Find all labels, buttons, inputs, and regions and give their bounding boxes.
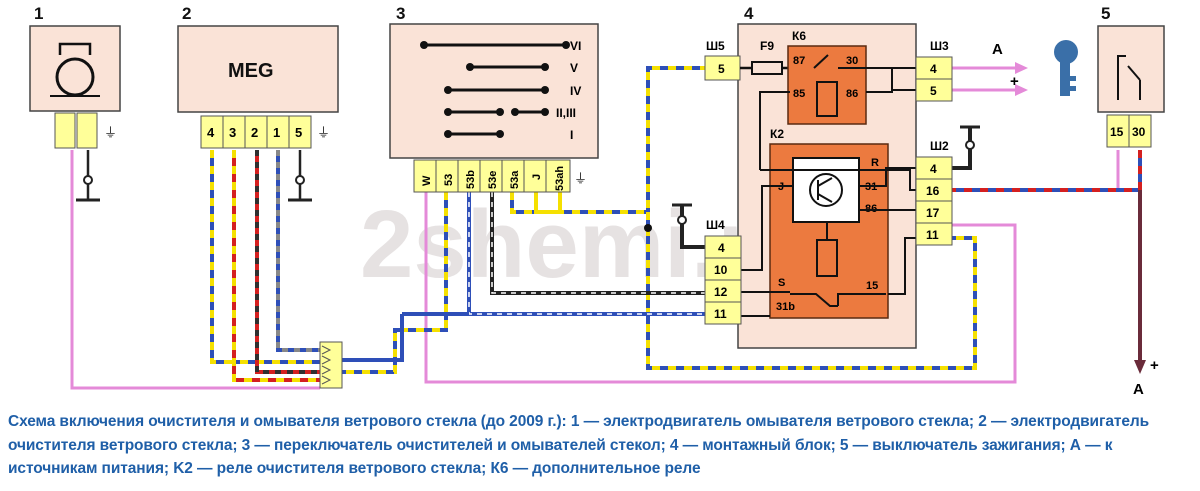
caption-item-n: K2 bbox=[173, 460, 193, 477]
connector-sh2: Ш2 bbox=[930, 139, 949, 153]
caption-item-t: — реле очистителя ветрового стекла; bbox=[197, 460, 487, 477]
k6-pin: 85 bbox=[793, 88, 805, 100]
caption-item-t: — электродвигатель очистителя ветрового … bbox=[8, 413, 1150, 454]
switch-position: VI bbox=[570, 39, 581, 53]
sh4-pin: 4 bbox=[718, 241, 725, 255]
sh2-pin: 16 bbox=[926, 184, 940, 198]
sh5-pin: 5 bbox=[718, 62, 725, 76]
wiring-diagram: 1 ⏚ 2 MEG 4 3 2 1 5 ⏚ 3 bbox=[29, 4, 1165, 398]
ignition-pin: 30 bbox=[1132, 125, 1146, 139]
switch-pin-label: 53e bbox=[487, 171, 499, 189]
switch-pin-label: 53a bbox=[509, 170, 521, 189]
switch-pin-label: J bbox=[531, 174, 543, 180]
wire-rb-meg2 bbox=[255, 150, 320, 374]
caption-item-n: А bbox=[1069, 436, 1081, 454]
sh3-pin: 5 bbox=[930, 84, 937, 98]
sh2-pin: 17 bbox=[926, 206, 940, 220]
meg-pin-label: 5 bbox=[295, 125, 302, 140]
motor1-terminal-a bbox=[54, 112, 76, 149]
k6-pin: 30 bbox=[846, 55, 858, 67]
sh2-pin: 4 bbox=[930, 162, 937, 176]
sh3-pin: 4 bbox=[930, 62, 937, 76]
caption-item-t: — дополнительное реле bbox=[512, 460, 701, 477]
switch-pin-label: W bbox=[421, 175, 433, 186]
label-plus-top: + bbox=[1010, 73, 1019, 90]
caption-item-t: — монтажный блок; bbox=[682, 436, 836, 454]
switch-position: I bbox=[570, 128, 573, 142]
wire-pink-1 bbox=[70, 150, 320, 390]
caption-title: Схема включения очистителя и омывателя в… bbox=[8, 413, 567, 430]
switch-position: II,III bbox=[556, 106, 576, 120]
unit-1-number: 1 bbox=[34, 4, 43, 23]
label-plus-bottom: + bbox=[1150, 357, 1159, 374]
ground-symbol: ⏚ bbox=[104, 125, 117, 140]
relay-k2-name: К2 bbox=[770, 127, 784, 141]
switch-pins: W 53 53b 53e 53a J 53ah bbox=[413, 159, 571, 193]
unit-2-wiper-motor: 2 MEG 4 3 2 1 5 ⏚ bbox=[177, 4, 339, 202]
ground-symbol: ⏚ bbox=[574, 171, 587, 186]
meg-pins: 4 3 2 1 5 bbox=[200, 115, 312, 149]
wires bbox=[70, 66, 1142, 390]
unit-5-ignition-switch: 5 15 30 + А bbox=[1054, 4, 1165, 398]
unit-5-number: 5 bbox=[1101, 4, 1110, 23]
switch-pin-label: 53 bbox=[443, 174, 455, 186]
sh4-pin: 12 bbox=[714, 285, 728, 299]
wire-by-53 bbox=[340, 192, 448, 374]
switch-position: V bbox=[570, 61, 578, 75]
motor1-terminal-b bbox=[76, 112, 98, 149]
caption-item-n: 2 bbox=[978, 413, 987, 430]
k2-pin: 15 bbox=[866, 280, 878, 292]
key-icon bbox=[1054, 40, 1078, 96]
caption-item-n: К6 bbox=[490, 460, 509, 477]
switch-pin-label: 53ah bbox=[554, 166, 566, 191]
wire-red-blue-16 bbox=[948, 150, 1142, 192]
connector-sh4: Ш4 bbox=[706, 218, 725, 232]
k6-pin: 86 bbox=[846, 88, 858, 100]
unit-3-number: 3 bbox=[396, 4, 405, 23]
connector-sh5: Ш5 bbox=[706, 39, 725, 53]
label-a-top: А bbox=[992, 41, 1003, 58]
caption-item-t: — электродвигатель омывателя ветрового с… bbox=[583, 413, 975, 430]
unit-3-switch: 3 VI V IV II,III I bbox=[389, 4, 599, 193]
meg-pin-label: 1 bbox=[273, 125, 280, 140]
caption-item-t: — к источникам питания; bbox=[8, 436, 1113, 478]
transistor-icon bbox=[809, 173, 843, 207]
wire-bw-53e bbox=[490, 192, 705, 295]
meg-pin-label: 3 bbox=[229, 125, 236, 140]
relay-k6 bbox=[787, 45, 867, 125]
unit-2-name: MEG bbox=[228, 60, 274, 82]
sh4-pin: 11 bbox=[714, 307, 727, 321]
k2-pin: S bbox=[778, 277, 785, 289]
caption-item-n: 4 bbox=[669, 436, 679, 454]
caption-item-n: 3 bbox=[241, 436, 251, 454]
unit-2-number: 2 bbox=[182, 4, 191, 23]
k2-pin: R bbox=[871, 157, 879, 169]
ground-symbol: ⏚ bbox=[317, 125, 330, 140]
unit-4-number: 4 bbox=[744, 4, 754, 23]
fuse-f9: F9 bbox=[760, 39, 774, 53]
label-a-bottom: А bbox=[1133, 381, 1144, 398]
switch-position: IV bbox=[570, 84, 581, 98]
caption-item-t: — выключатель зажигания; bbox=[852, 436, 1066, 454]
figure-caption: Схема включения очистителя и омывателя в… bbox=[8, 410, 1194, 481]
k2-pin: 31b bbox=[776, 301, 795, 313]
sh4-pin: 10 bbox=[714, 263, 728, 277]
relay-k6-name: К6 bbox=[792, 29, 806, 43]
meg-pin-label: 2 bbox=[251, 125, 258, 140]
caption-item-n: 5 bbox=[839, 436, 849, 454]
unit-1-washer-motor: 1 ⏚ bbox=[29, 4, 121, 202]
caption-item-t: — переключатель очистителей и омывателей… bbox=[254, 436, 666, 454]
supply-a-top: А + bbox=[992, 41, 1028, 96]
meg-pin-label: 4 bbox=[207, 125, 215, 140]
wire-pink-2 bbox=[424, 192, 1017, 384]
connector-sh3: Ш3 bbox=[930, 39, 949, 53]
sh2-pin: 11 bbox=[926, 228, 939, 242]
caption-item-n: 1 bbox=[570, 413, 580, 430]
switch-pin-label: 53b bbox=[465, 170, 477, 189]
unit-4-mounting-block: 4 Ш5 5 F9 К6 87 30 85 86 Ш3 4 5 К2 bbox=[704, 4, 953, 349]
harness-connector bbox=[319, 341, 343, 389]
k6-pin: 87 bbox=[793, 55, 805, 67]
ignition-pin: 15 bbox=[1110, 125, 1124, 139]
